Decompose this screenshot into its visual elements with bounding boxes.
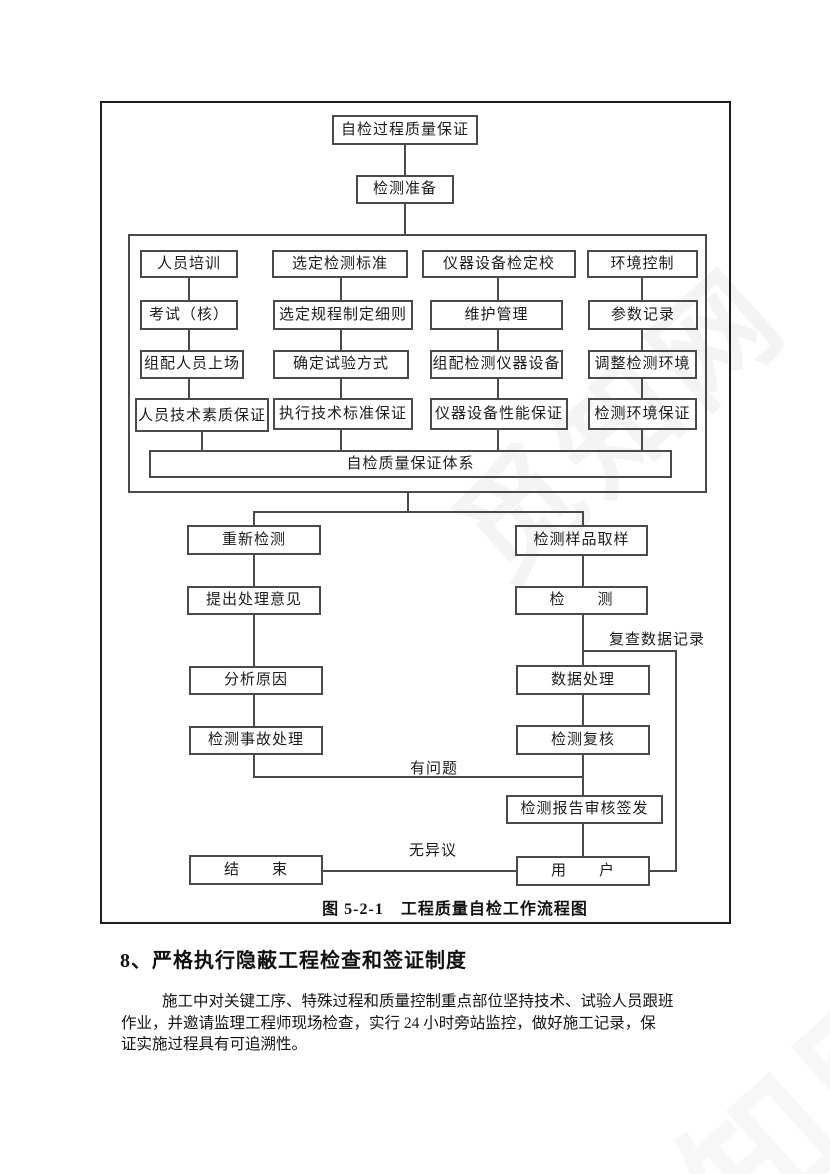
paragraph-line: 作业，并邀请监理工程师现场检查，实行 24 小时旁站监控，做好施工记录，保 — [121, 1014, 656, 1032]
node-data-processing: 数据处理 — [516, 665, 650, 695]
connector-line — [404, 204, 406, 234]
node-assign-test-instruments: 组配检测仪器设备 — [430, 350, 563, 379]
node-parameter-record: 参数记录 — [588, 300, 698, 330]
node-test-preparation: 检测准备 — [356, 175, 454, 204]
node-test-accident-handling: 检测事故处理 — [189, 726, 323, 755]
connector-line — [340, 430, 342, 450]
connector-line — [641, 278, 643, 300]
node-report-approval-issue: 检测报告审核签发 — [506, 795, 663, 824]
node-determine-test-method: 确定试验方式 — [273, 350, 409, 379]
node-self-inspection-process-qa: 自检过程质量保证 — [332, 115, 478, 145]
section-heading: 8、严格执行隐蔽工程检查和签证制度 — [120, 950, 467, 972]
connector-line-has-problem — [253, 776, 584, 778]
node-select-regulation-rules: 选定规程制定细则 — [273, 300, 413, 330]
node-sample-collection: 检测样品取样 — [515, 525, 648, 556]
qa-grid-frame — [128, 234, 707, 493]
node-end: 结 束 — [189, 855, 323, 885]
connector-line-recheck-loop — [650, 870, 677, 872]
connector-line — [497, 430, 499, 450]
figure-caption: 图 5-2-1 工程质量自检工作流程图 — [322, 901, 588, 918]
node-retest: 重新检测 — [187, 525, 321, 555]
connector-line — [641, 330, 643, 350]
node-test-review: 检测复核 — [516, 725, 650, 755]
paragraph-line: 证实施过程具有可追溯性。 — [121, 1036, 308, 1053]
connector-line — [497, 278, 499, 300]
connector-line — [253, 695, 255, 726]
label-has-problem: 有问题 — [410, 761, 459, 777]
node-maintenance-management: 维护管理 — [430, 300, 563, 330]
node-propose-handling-opinion: 提出处理意见 — [187, 586, 321, 615]
connector-line-recheck-loop — [582, 650, 677, 652]
connector-line — [340, 379, 342, 398]
connector-line — [497, 379, 499, 398]
connector-line — [253, 555, 255, 586]
connector-line — [188, 379, 190, 398]
node-instrument-performance-assurance: 仪器设备性能保证 — [430, 398, 568, 430]
node-instrument-calibration: 仪器设备检定校 — [422, 250, 576, 278]
connector-line — [253, 615, 255, 666]
connector-line — [641, 379, 643, 398]
node-select-test-standard: 选定检测标准 — [272, 250, 408, 278]
connector-line-no-objection — [323, 870, 516, 872]
connector-line — [340, 278, 342, 300]
connector-line — [253, 511, 584, 513]
connector-line — [253, 511, 255, 525]
connector-line — [404, 145, 406, 175]
figure-border — [100, 101, 731, 924]
node-assign-personnel: 组配人员上场 — [140, 350, 244, 379]
label-recheck-data-record: 复查数据记录 — [609, 632, 706, 648]
node-personnel-training: 人员培训 — [140, 250, 238, 278]
node-test-environment-assurance: 检测环境保证 — [588, 398, 697, 430]
connector-line — [582, 695, 584, 725]
node-adjust-test-environment: 调整检测环境 — [588, 350, 697, 379]
connector-line — [497, 330, 499, 350]
connector-line — [201, 430, 203, 450]
connector-line — [340, 330, 342, 350]
connector-line-recheck-loop — [675, 650, 677, 872]
connector-line — [188, 278, 190, 300]
node-user: 用 户 — [516, 856, 650, 886]
node-self-inspection-qa-system: 自检质量保证体系 — [149, 450, 672, 478]
label-no-objection: 无异议 — [409, 843, 458, 859]
connector-line — [641, 430, 643, 450]
node-test: 检 测 — [515, 586, 648, 615]
connector-line — [582, 755, 584, 795]
node-environment-control: 环境控制 — [587, 250, 698, 278]
connector-line — [188, 330, 190, 350]
connector-line — [407, 493, 409, 513]
node-analyze-cause: 分析原因 — [189, 666, 323, 695]
connector-line — [582, 824, 584, 856]
node-examination: 考试（核） — [140, 300, 238, 330]
section-paragraph: 施工中对关键工序、特殊过程和质量控制重点部位坚持技术、试验人员跟班 作业，并邀请… — [121, 991, 721, 1056]
connector-line — [582, 511, 584, 525]
node-personnel-quality-assurance: 人员技术素质保证 — [135, 398, 269, 432]
node-technical-standard-assurance: 执行技术标准保证 — [273, 398, 413, 430]
connector-line — [582, 615, 584, 665]
paragraph-line: 施工中对关键工序、特殊过程和质量控制重点部位坚持技术、试验人员跟班 — [162, 993, 674, 1010]
connector-line — [582, 556, 584, 586]
connector-line — [253, 755, 255, 778]
